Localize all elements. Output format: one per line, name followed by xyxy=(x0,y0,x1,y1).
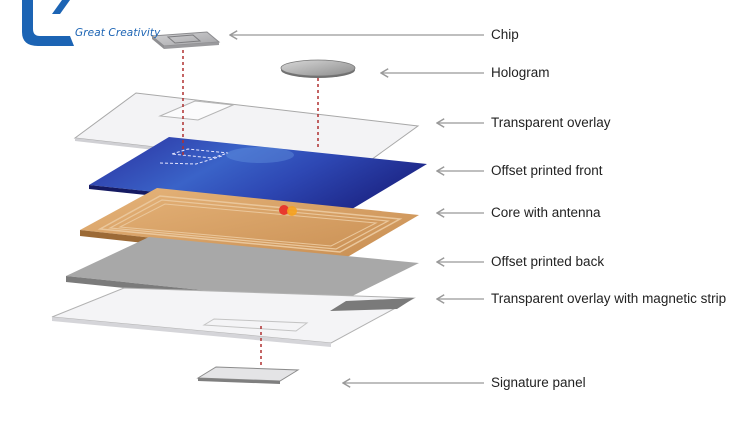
transparent-overlay-magnetic-layer xyxy=(51,287,416,347)
label-offset-printed-back: Offset printed back xyxy=(491,254,605,269)
chip-layer xyxy=(150,31,221,49)
label-signature-panel: Signature panel xyxy=(491,375,586,390)
label-chip: Chip xyxy=(491,27,519,42)
pointer-arrows xyxy=(230,35,484,383)
guide-lines xyxy=(182,50,319,367)
brand-name: Great Creativity xyxy=(75,27,161,39)
label-offset-printed-front: Offset printed front xyxy=(491,163,603,178)
hologram-layer xyxy=(280,59,356,78)
signature-panel-layer xyxy=(196,366,300,384)
label-hologram: Hologram xyxy=(491,65,550,80)
label-transparent-overlay: Transparent overlay xyxy=(491,115,611,130)
brand-logo xyxy=(22,0,74,46)
label-core-with-antenna: Core with antenna xyxy=(491,205,601,220)
label-transparent-overlay-magnetic: Transparent overlay with magnetic strip xyxy=(491,291,727,306)
